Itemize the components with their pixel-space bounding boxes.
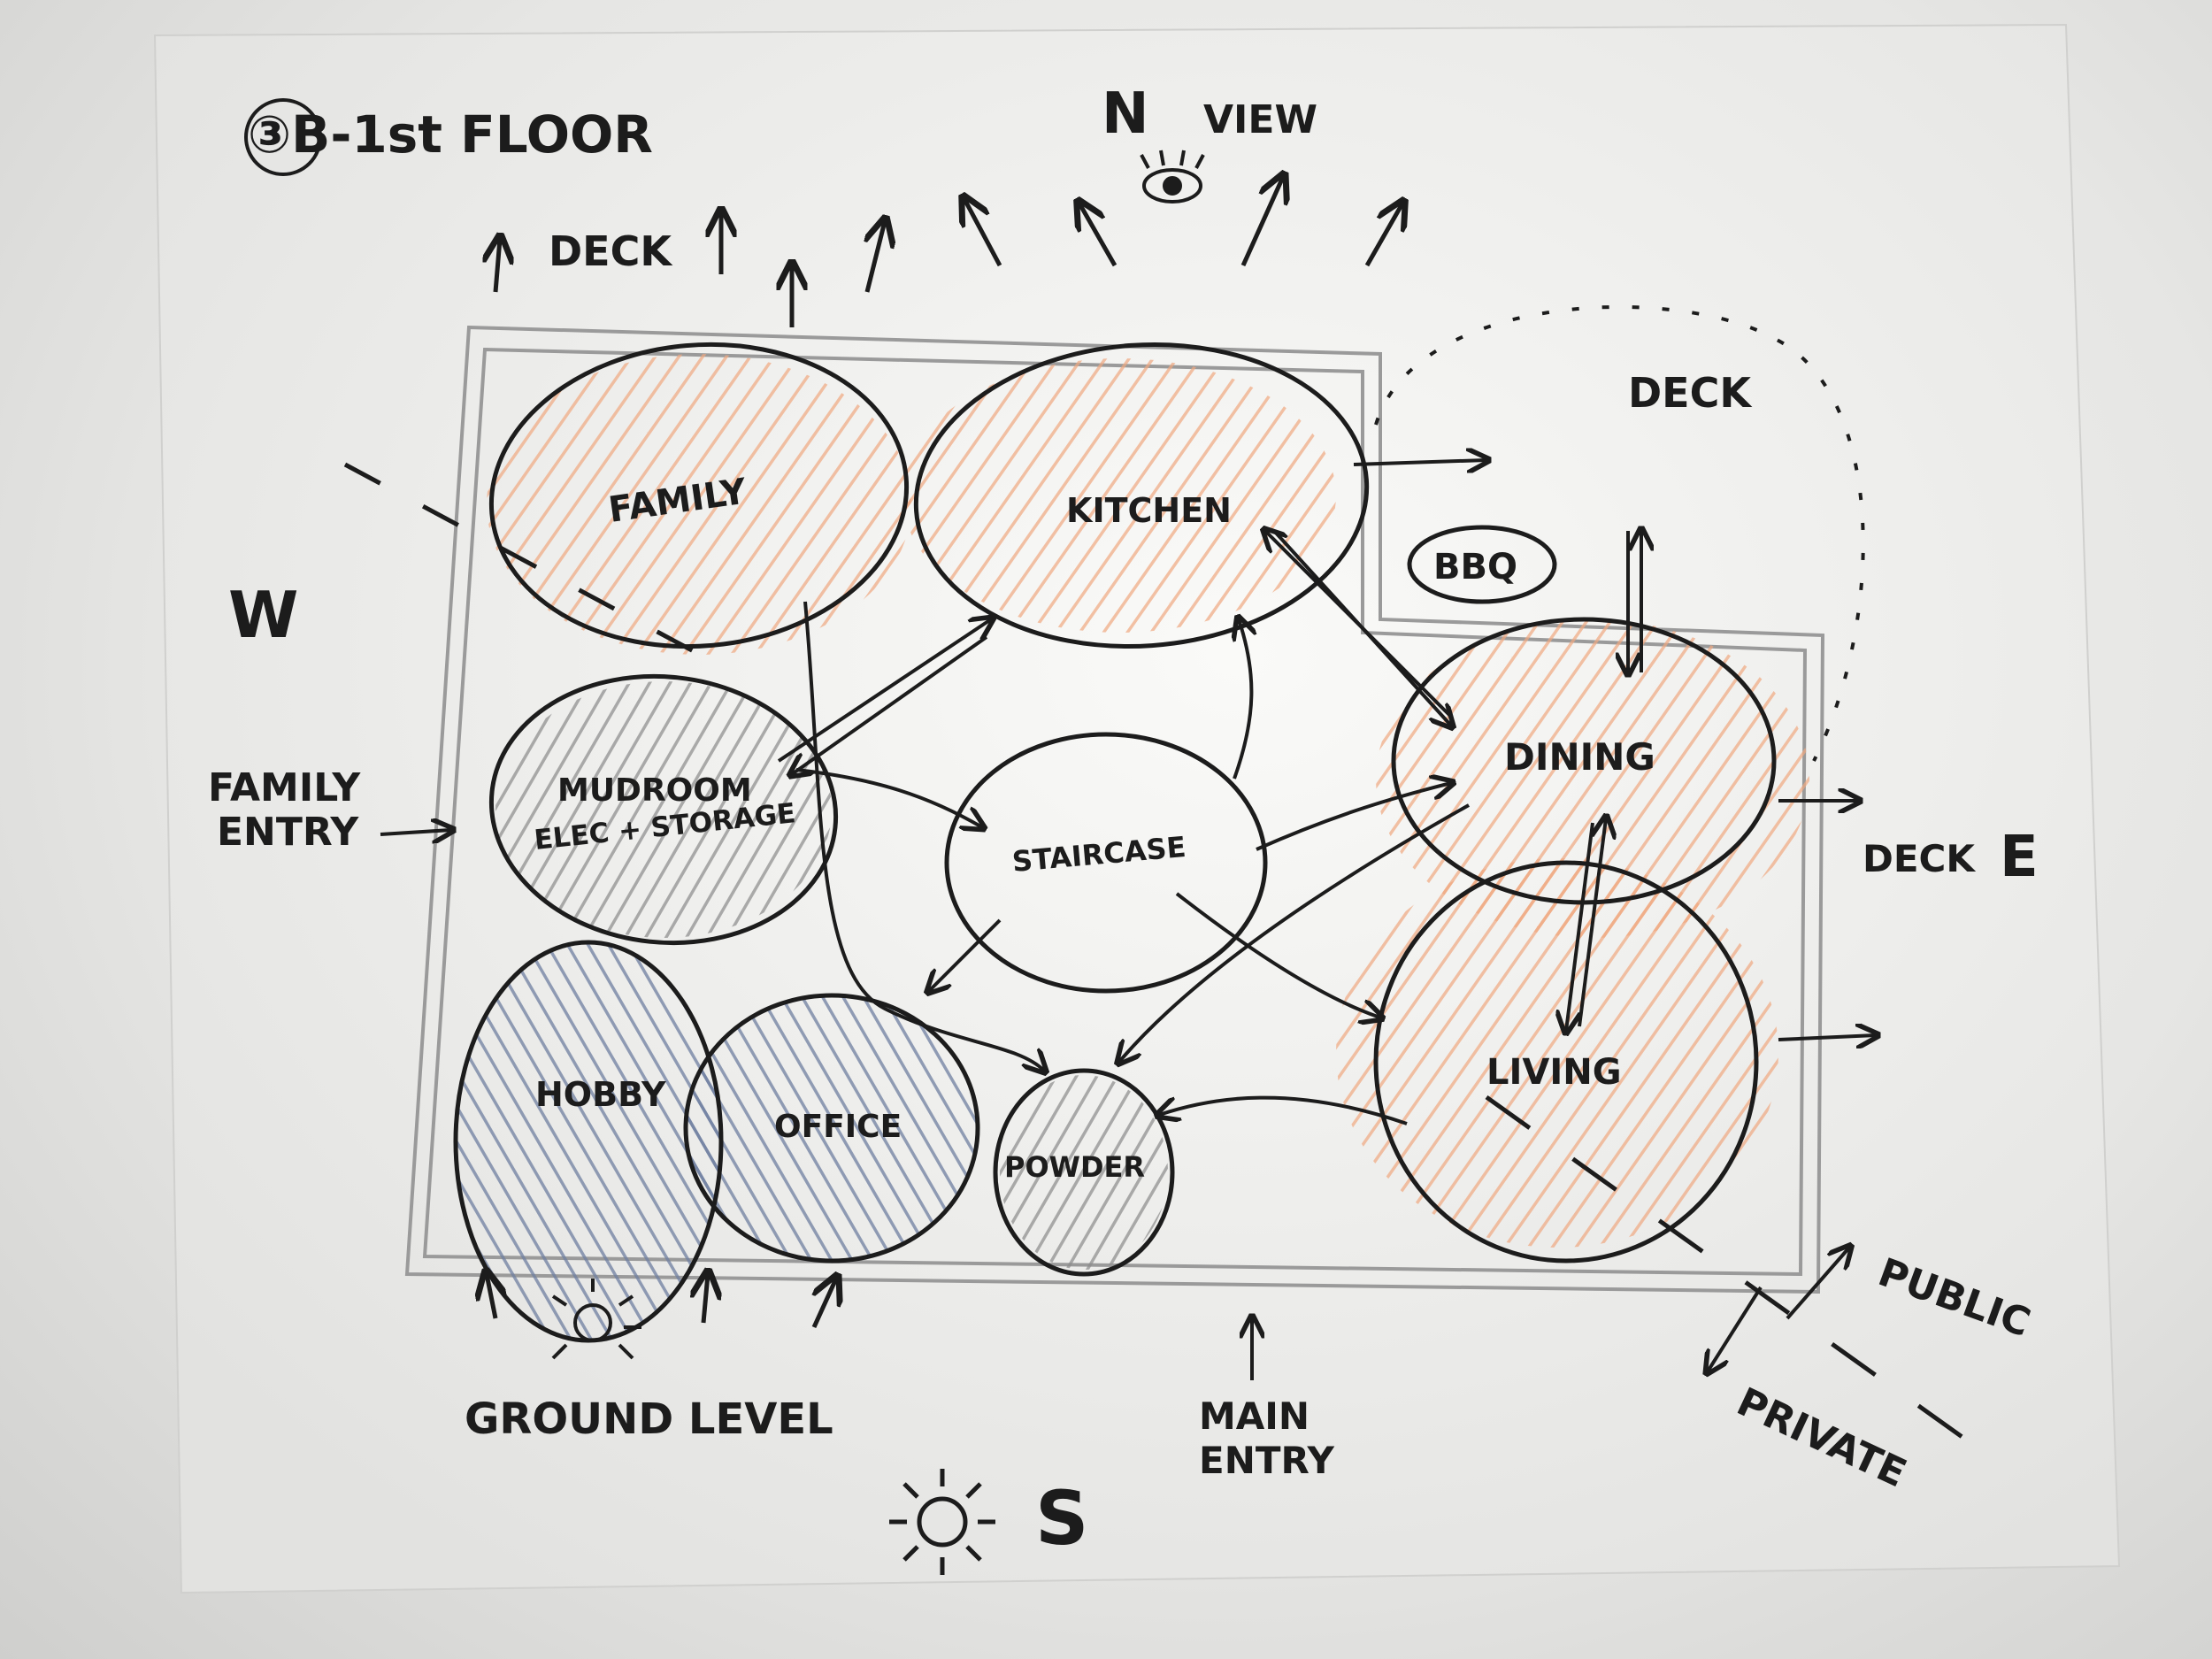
ground-level-label: GROUND LEVEL [465,1394,833,1444]
kitchen-bubble [913,342,1370,649]
deck-top-label: DECK [549,227,673,275]
deck-east-label: DECK [1863,837,1976,880]
arrow-dining-kitchen [1265,531,1453,718]
arrow-staircase-office [929,918,1002,991]
ground-level-arrows [487,1274,836,1329]
sun-icon-south [889,1469,995,1575]
view-label: VIEW [1203,97,1317,142]
north-view-arrows [495,177,1402,327]
north-label: N [1102,81,1149,147]
room-mudroom: MUDROOM [557,772,752,809]
arrow-family-powder [803,601,1044,1071]
room-dining: DINING [1504,735,1655,779]
main-entry-label-2: ENTRY [1199,1439,1335,1482]
service-zone-hatch [495,681,1168,1270]
bbq-label: BBQ [1433,547,1517,588]
bbq-bubble [1407,525,1557,604]
arrow-staircase-kitchen [1234,619,1251,780]
room-office: OFFICE [774,1109,902,1145]
sun-icon-ground [551,1279,641,1360]
room-hobby: HOBBY [535,1075,666,1114]
building-outline [404,325,1825,1294]
living-bubble [1373,860,1759,1263]
arrow-staircase-living [1175,892,1380,1018]
page-title: ③B-1st FLOOR [248,104,653,165]
title-number-circle [244,98,322,176]
arrow-living-east [1778,1035,1876,1040]
south-label: S [1035,1475,1089,1562]
arrow-dining-living [1566,822,1594,1031]
west-label: W [228,578,298,652]
arrow-mudroom-staircase [795,768,982,827]
arrow-public [1786,1248,1849,1320]
family-entry-label-2: ENTRY [217,810,359,855]
room-kitchen: KITCHEN [1066,491,1232,530]
eye-icon [1140,150,1205,204]
family-entry-label-1: FAMILY [208,765,361,810]
arrow-private [1708,1286,1763,1371]
arrow-staircase-dining [1256,783,1451,851]
arrow-family-entry [380,830,451,834]
private-zone-hatch [456,942,978,1340]
room-living: LIVING [1486,1052,1622,1093]
mudroom-bubble [488,673,839,946]
main-entry-label-1: MAIN [1199,1394,1310,1438]
room-powder: POWDER [1004,1150,1145,1184]
arrow-kitchen-mudroom [792,635,988,774]
arrow-dining-powder [1119,803,1470,1062]
east-label: E [2000,825,2039,890]
tracing-paper [153,23,2121,1594]
deck-ne-label: DECK [1628,369,1753,417]
powder-bubble [993,1068,1175,1277]
west-dashed-line [343,462,718,666]
arrow-kitchen-deck [1353,460,1486,465]
staircase-bubble [944,732,1268,994]
deck-dashed-boundary [1374,304,1865,762]
family-bubble [488,342,910,649]
arrow-living-powder [1159,1095,1408,1125]
public-zone-hatch [487,354,1809,1248]
arrow-living-dining [1578,818,1606,1027]
office-bubble [683,993,980,1263]
